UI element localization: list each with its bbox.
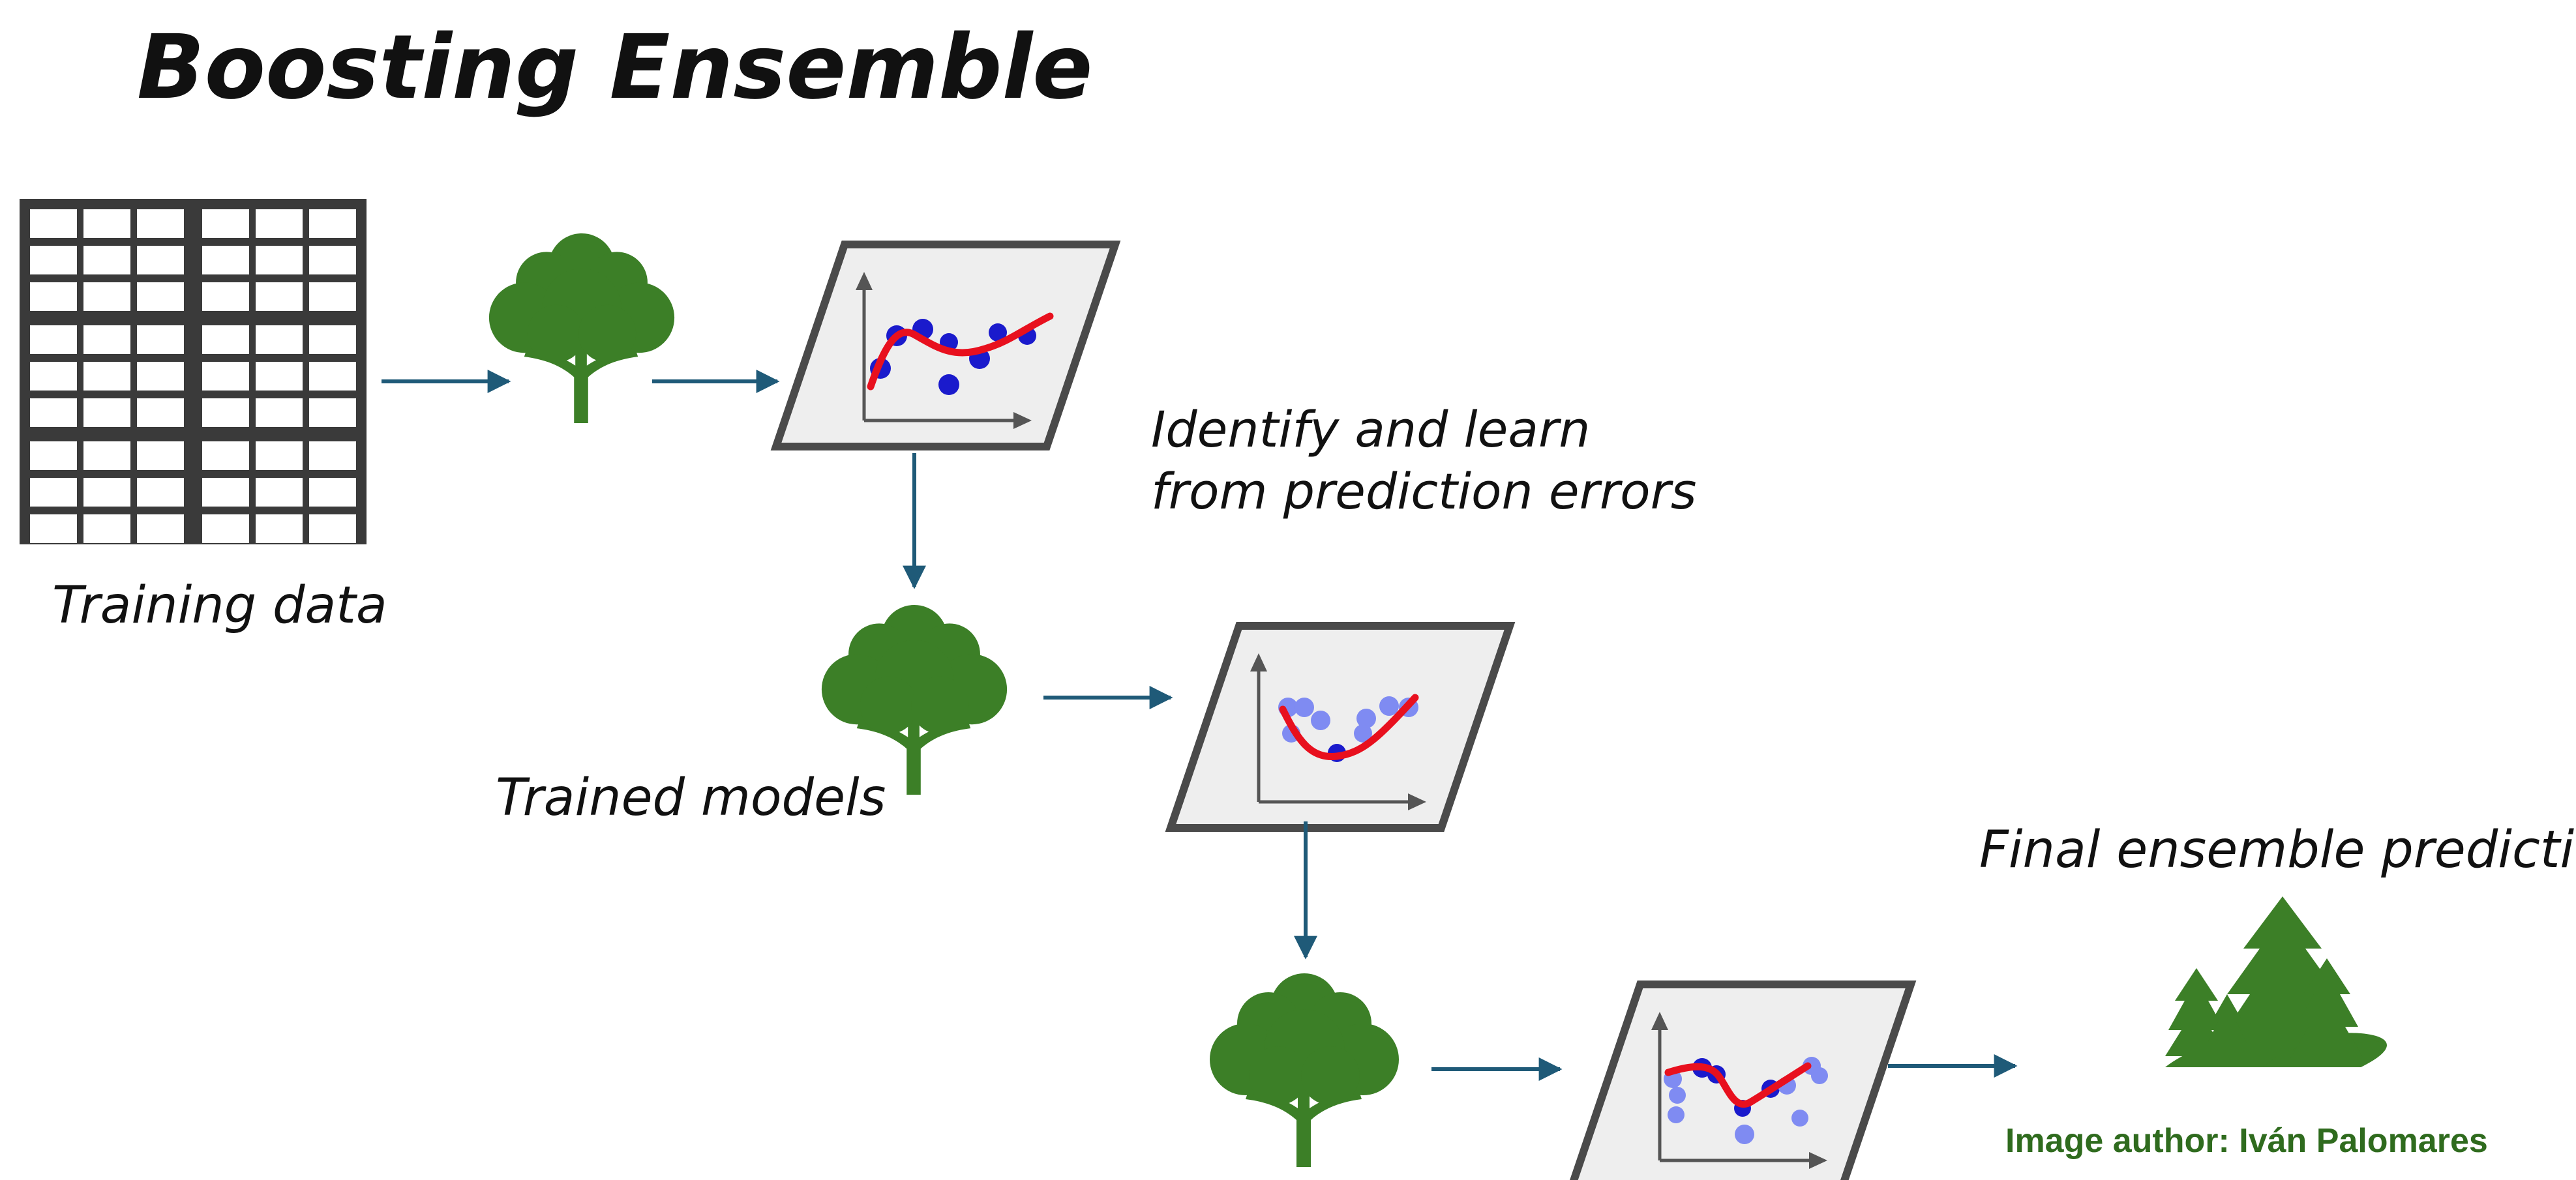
table-cell [309,246,356,274]
table-cell [137,246,184,274]
table-cell [202,441,249,470]
table-cell [256,362,303,391]
table-cell [30,398,77,427]
table-cell [256,478,303,507]
identify-label-line2: from prediction errors [1151,462,1696,520]
table-cell [30,282,77,311]
plot3-fit-line [1664,1062,1812,1108]
table-cell [309,478,356,507]
table-cell [202,362,249,391]
table-cell [137,209,184,238]
table-cell [83,246,130,274]
regression-plot-icon-3 [1572,984,1911,1180]
table-cell [256,282,303,311]
table-cell [137,441,184,470]
table-cell [83,398,130,427]
table-cell [137,362,184,391]
regression-plot-icon-1 [776,244,1115,447]
table-cell [256,514,303,543]
table-cell [137,282,184,311]
table-grid-icon [20,199,367,544]
table-cell [83,362,130,391]
final-prediction-label: Final ensemble prediction [1979,821,2576,879]
table-cell [30,209,77,238]
table-cell [256,246,303,274]
table-cell [309,514,356,543]
table-cell [256,209,303,238]
forest-icon [2165,896,2388,1067]
table-cell [309,282,356,311]
identify-label-line1: Identify and learn [1151,400,1590,458]
table-cell [83,478,130,507]
table-cell [309,325,356,354]
plot2-fit-line [1279,694,1419,761]
table-cell [83,514,130,543]
table-cell [309,441,356,470]
table-cell [309,362,356,391]
table-cell [137,325,184,354]
table-cell [83,209,130,238]
training-data-label: Training data [52,576,387,635]
regression-plot-icon-2 [1171,626,1510,828]
plot1-fit-line [867,312,1054,391]
table-cell [202,325,249,354]
table-cell [202,209,249,238]
table-cell [83,325,130,354]
table-cell [30,478,77,507]
table-cell [202,398,249,427]
table-cell [202,478,249,507]
table-cell [202,514,249,543]
table-cell [30,246,77,274]
table-cell [309,398,356,427]
table-cell [137,398,184,427]
diagram-title: Boosting Ensemble [137,16,1092,119]
table-cell [83,441,130,470]
table-cell [137,478,184,507]
table-cell [83,282,130,311]
plot2-points [1278,696,1418,762]
table-cell [202,282,249,311]
table-cell [137,514,184,543]
table-cell [30,362,77,391]
table-cell [256,325,303,354]
table-cell [202,246,249,274]
table-cell [30,514,77,543]
table-cell [309,209,356,238]
tree-icon [1210,973,1399,1167]
tree-icon [821,604,1008,795]
table-cell [30,325,77,354]
table-cell [256,398,303,427]
table-cell [256,441,303,470]
table-cell [30,441,77,470]
tree-icon [488,233,675,423]
trained-models-label: Trained models [496,769,886,827]
image-credit: Image author: Iván Palomares [2005,1122,2488,1160]
